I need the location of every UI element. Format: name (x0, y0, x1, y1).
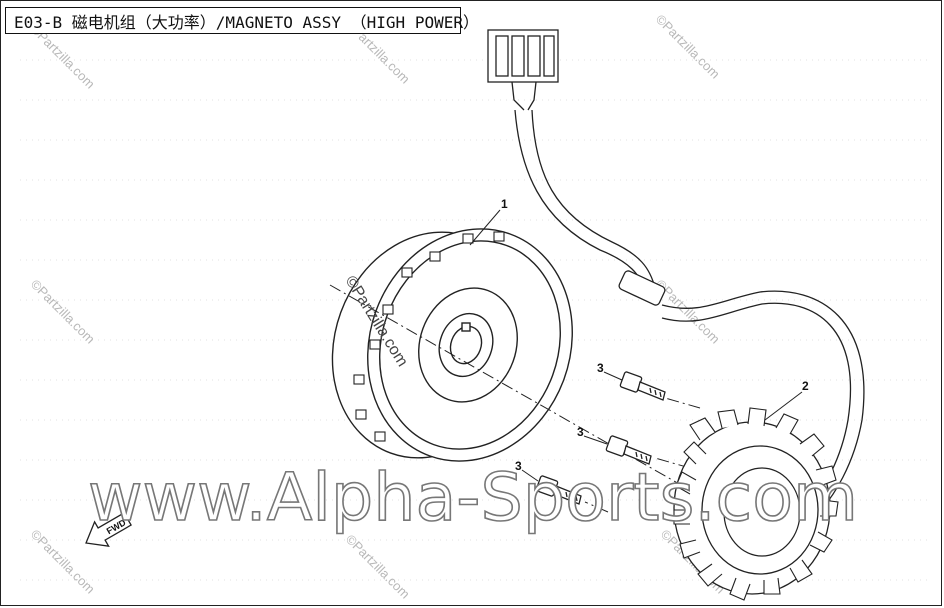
wiring-harness (487, 29, 865, 521)
stator-poles (673, 407, 839, 601)
callout-flywheel: 1 (501, 197, 508, 211)
fwd-arrow-icon (85, 512, 132, 547)
stamp-watermark: ©Partzilla.com (343, 532, 413, 602)
callout-bolt-middle: 3 (577, 425, 584, 439)
stator-coil (673, 407, 839, 601)
flywheel-magnet-slots (353, 231, 505, 442)
diagram-title-box: E03-B 磁电机组（大功率）/MAGNETO ASSY （HIGH POWER… (5, 7, 479, 34)
callout-leaders (469, 209, 803, 482)
diagram-title: E03-B 磁电机组（大功率）/MAGNETO ASSY （HIGH POWER… (14, 12, 479, 32)
callout-stator: 2 (802, 379, 809, 393)
callouts: 1 2 3 3 3 (501, 197, 809, 473)
callout-bolt-lower: 3 (515, 459, 522, 473)
cable-clamp (618, 270, 666, 306)
stamp-watermark: ©Partzilla.com (28, 527, 98, 597)
stamp-watermark: ©Partzilla.com (653, 12, 723, 82)
bolt-middle (605, 435, 652, 465)
bolt-upper (619, 371, 666, 401)
flywheel-rotor (331, 228, 573, 462)
bolts (535, 371, 666, 505)
stamp-watermark: ©Partzilla.com (28, 277, 98, 347)
callout-bolt-upper: 3 (597, 361, 604, 375)
bolt-lower (535, 475, 582, 505)
site-watermark: www.Alpha-Sports.com (88, 459, 858, 536)
